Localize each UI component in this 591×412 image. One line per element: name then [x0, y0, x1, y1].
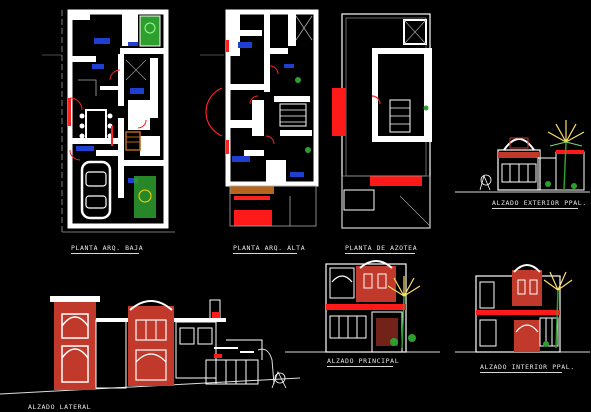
exterior-elevation-underline [492, 208, 578, 209]
upper-floor-plan [200, 9, 319, 227]
upper-floor-underline [233, 253, 297, 254]
main-elevation [285, 260, 440, 353]
interior-elevation [455, 264, 590, 353]
main-elevation-label: ALZADO PRINCIPAL [327, 357, 400, 365]
main-elevation-underline [327, 366, 393, 367]
roof-underline [345, 253, 415, 254]
side-elevation-label: ALZADO LATERAL [28, 403, 92, 411]
interior-elevation-underline [480, 372, 562, 373]
upper-floor-label: PLANTA ARQ. ALTA [233, 244, 306, 252]
ground-floor-label: PLANTA ARQ. BAJA [71, 244, 144, 252]
roof-label: PLANTA DE AZOTEA [345, 244, 418, 252]
side-elevation [0, 296, 301, 395]
ground-floor-plan [42, 9, 175, 233]
ground-floor-underline [71, 253, 139, 254]
interior-elevation-label: ALZADO INTERIOR PPAL. [480, 363, 575, 371]
roof-plan [332, 13, 432, 229]
exterior-elevation-label: ALZADO EXTERIOR PPAL. [492, 199, 587, 207]
exterior-elevation [455, 120, 590, 193]
